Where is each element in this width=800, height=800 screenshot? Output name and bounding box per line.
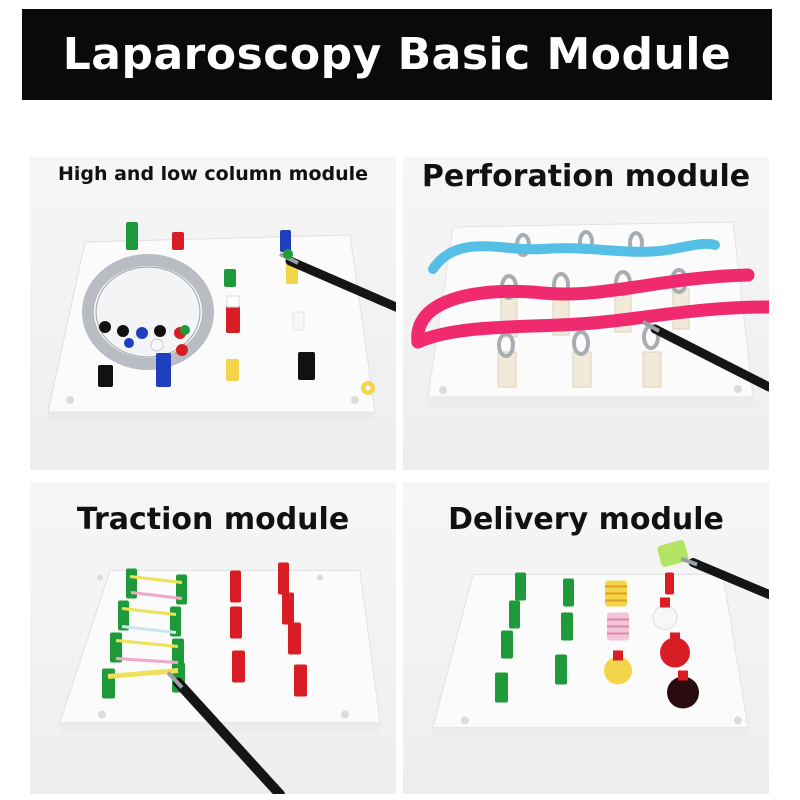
banner-title: Laparoscopy Basic Module [62, 29, 732, 80]
laparoscopic-grasper [285, 256, 396, 312]
panel-title: Perforation module [421, 159, 751, 194]
panel-delivery: Delivery module [403, 482, 769, 794]
laparoscopic-grasper [688, 558, 769, 599]
delivery-module-photo [432, 540, 769, 738]
panel-title: Delivery module [448, 502, 724, 537]
panel-high-low-column: High and low column module [30, 157, 396, 470]
green-column [126, 222, 138, 250]
panel-title: High and low column module [57, 163, 369, 185]
perforation-module-photo [411, 221, 769, 407]
laparoscopic-grasper [650, 324, 769, 392]
pink-pipe-cleaner [411, 268, 755, 349]
panel-traction: Traction module [30, 482, 396, 794]
laparoscopic-grasper [173, 677, 285, 794]
column-module-photo [47, 222, 396, 419]
traction-module-photo [59, 562, 381, 794]
metal-ring [82, 254, 214, 370]
panel-title: Traction module [76, 502, 350, 537]
blue-pipe-cleaner [428, 238, 720, 274]
panel-perforation: Perforation module [403, 157, 769, 470]
title-banner: Laparoscopy Basic Module [22, 9, 772, 100]
